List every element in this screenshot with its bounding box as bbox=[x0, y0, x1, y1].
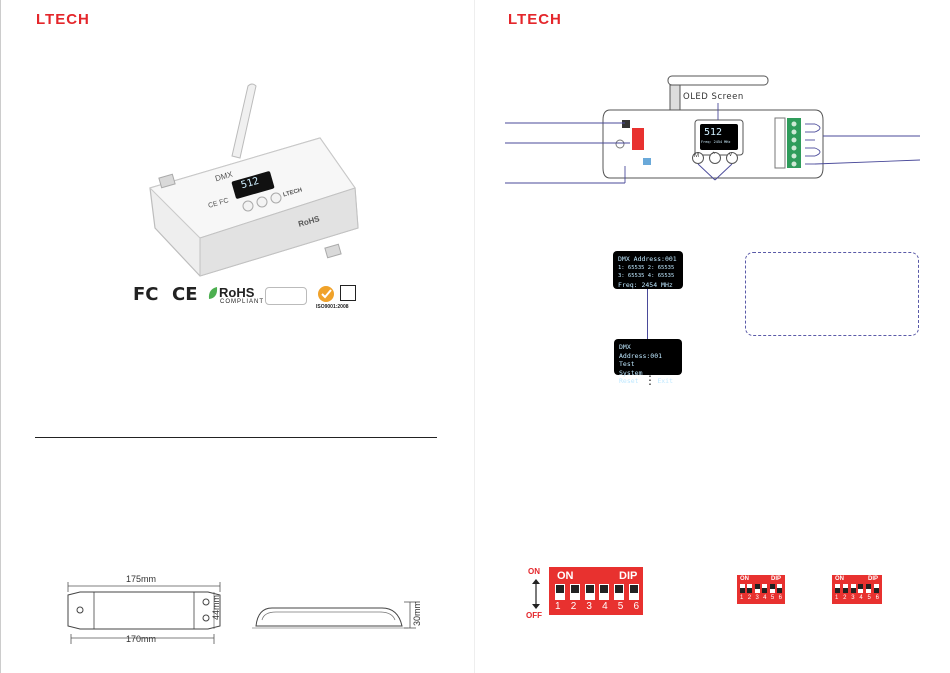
rohs-compliant: COMPLIANT bbox=[220, 299, 265, 305]
dim-length-top: 175mm bbox=[126, 574, 157, 584]
dip-a-on: ON bbox=[740, 576, 749, 582]
updown-arrow-icon bbox=[532, 579, 540, 609]
dip-b-toggles bbox=[835, 584, 879, 594]
dip-b-dip: DIP bbox=[868, 576, 879, 582]
menu-connector bbox=[647, 289, 648, 339]
dip-toggle-6[interactable] bbox=[628, 584, 639, 600]
dimension-side-view bbox=[252, 601, 416, 629]
wiring-diagram bbox=[505, 75, 921, 184]
dip-toggle-1[interactable] bbox=[555, 584, 565, 600]
dim-width: 44mm bbox=[211, 594, 221, 620]
menu2-line2: Test bbox=[619, 360, 635, 369]
page-fold bbox=[474, 0, 475, 673]
quality-seal-icon bbox=[318, 286, 334, 302]
dim-length-bottom: 170mm bbox=[126, 634, 157, 644]
oled-screen-label: OLED Screen bbox=[683, 92, 744, 102]
dip-a-dip: DIP bbox=[771, 576, 782, 582]
menu2-reset: Reset bbox=[619, 377, 639, 386]
menu1-line1: DMX Address:001 bbox=[618, 255, 677, 263]
dip-large-dip: DIP bbox=[619, 570, 638, 582]
dip-b-on: ON bbox=[835, 576, 844, 582]
dip-toggle-2[interactable] bbox=[569, 584, 580, 600]
dip-a-toggles bbox=[740, 584, 782, 594]
dip-large-on: ON bbox=[557, 570, 574, 582]
note-box bbox=[745, 252, 919, 336]
menu2-line3: System bbox=[619, 368, 643, 377]
ce-logo: CE bbox=[172, 284, 198, 305]
button-m: M bbox=[694, 153, 699, 159]
menu1-line3: 3: 65535 4: 65535 bbox=[618, 273, 675, 280]
dip-toggle-3[interactable] bbox=[584, 584, 595, 600]
blank-cert-box bbox=[265, 287, 307, 305]
page-edge-left bbox=[0, 0, 1, 673]
leaf-icon bbox=[208, 287, 218, 299]
rohs-logo: RoHS bbox=[219, 285, 255, 300]
brand-logo-left: LTECH bbox=[36, 11, 90, 28]
dip-toggle-5[interactable] bbox=[614, 584, 625, 600]
iso-label: ISO9001:2008 bbox=[316, 304, 349, 310]
dip-on-label: ON bbox=[528, 567, 540, 576]
dip-off-label: OFF bbox=[526, 611, 542, 620]
fc-logo: FC bbox=[133, 284, 159, 305]
wiring-screen-freq: Freq: 2454 MHz bbox=[701, 140, 731, 144]
dip-toggle-4[interactable] bbox=[599, 584, 610, 600]
wiring-screen-value: 512 bbox=[704, 127, 723, 138]
menu2-exit: Exit bbox=[657, 377, 673, 386]
menu-screen-main: DMX Address:001 1: 65535 2: 65535 3: 655… bbox=[613, 251, 683, 289]
button-down: v bbox=[729, 152, 732, 158]
dip-large-toggles bbox=[555, 584, 639, 600]
button-up: ^ bbox=[712, 152, 715, 158]
menu1-line4: Freq: 2454 MHz bbox=[618, 280, 673, 289]
menu-screen-settings: DMX Address:001 Test System Reset Exit bbox=[614, 339, 682, 385]
menu1-line2: 1: 65535 2: 65535 bbox=[618, 264, 675, 271]
brand-logo-right: LTECH bbox=[508, 11, 562, 28]
menu2-line1: DMX Address:001 bbox=[619, 343, 663, 360]
product-image bbox=[149, 83, 359, 277]
more-indicator: ⋮ bbox=[644, 373, 656, 387]
dim-height: 30mm bbox=[412, 600, 422, 626]
dimension-top-view bbox=[67, 582, 221, 644]
section-divider bbox=[35, 437, 437, 438]
iso-mark-icon bbox=[340, 285, 356, 301]
